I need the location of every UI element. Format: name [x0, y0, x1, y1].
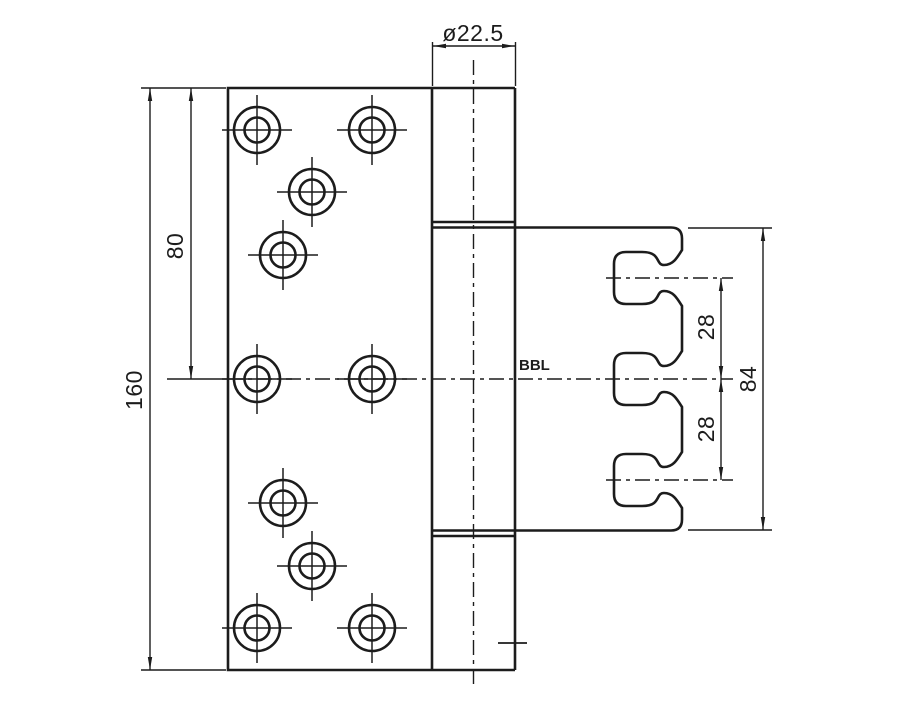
arrow-dia-right [502, 43, 515, 49]
dim-84-label: 84 [735, 366, 761, 393]
screw-hole [220, 93, 294, 167]
bbl-reference-label: BBL [519, 357, 550, 374]
screw-hole [246, 466, 320, 540]
screw-hole [275, 529, 349, 603]
arrow-28-bottom [718, 467, 724, 480]
arrow-dia-left [433, 43, 446, 49]
dim-80-label: 80 [162, 233, 188, 260]
screw-hole [275, 155, 349, 229]
screw-hole [335, 93, 409, 167]
arrow-84-bottom [760, 517, 766, 530]
dim-diameter-label: ø22.5 [442, 20, 503, 46]
dimension-arrows [147, 43, 766, 670]
screw-hole [246, 218, 320, 292]
arrow-80-top [188, 88, 194, 101]
arrow-80-bottom [188, 366, 194, 379]
arrow-160-top [147, 88, 153, 101]
arrow-28-top [718, 278, 724, 291]
screw-hole [220, 591, 294, 665]
dimension-labels: ø22.5 160 80 84 28 28 BBL [121, 20, 761, 442]
dim-28-lower-label: 28 [693, 416, 719, 443]
arrow-28-mid-upper [718, 366, 724, 379]
dim-28-upper-label: 28 [693, 314, 719, 341]
dim-160-label: 160 [121, 370, 147, 410]
arrow-84-top [760, 228, 766, 241]
arrow-160-bottom [147, 657, 153, 670]
arrow-28-mid-lower [718, 379, 724, 392]
centerlines [228, 60, 733, 688]
screw-hole [335, 591, 409, 665]
